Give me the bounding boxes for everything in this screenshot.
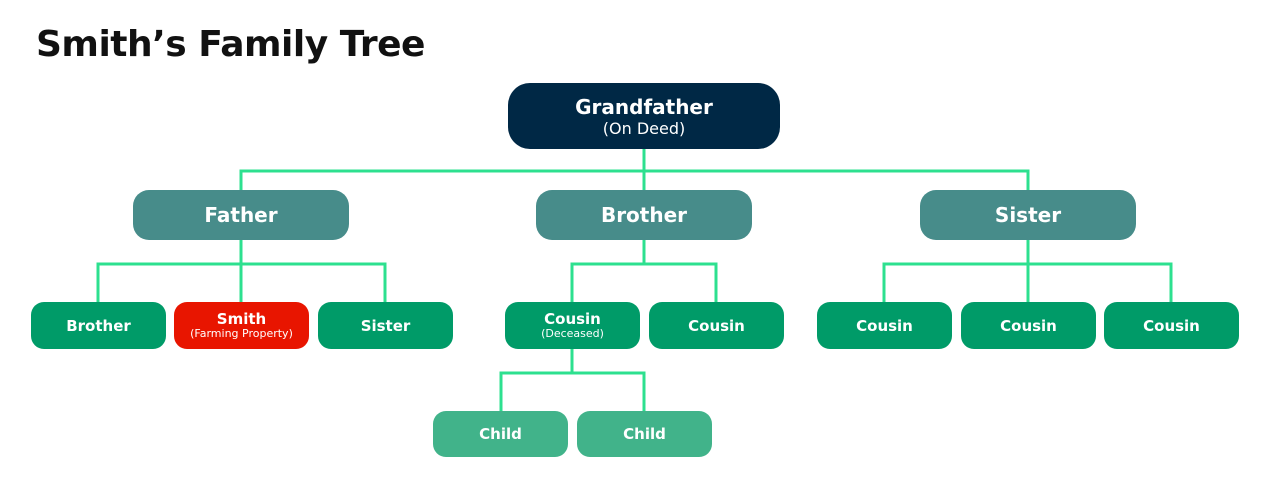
connector-brother-children	[570, 240, 718, 302]
node-child-2-label: Child	[623, 425, 666, 443]
node-sister[interactable]: Sister	[920, 190, 1136, 240]
node-grandfather[interactable]: Grandfather (On Deed)	[508, 83, 780, 149]
connector-root-level1	[239, 149, 1030, 190]
node-smith[interactable]: Smith (Farming Property)	[174, 302, 309, 349]
node-sister-cousin-3[interactable]: Cousin	[1104, 302, 1239, 349]
node-cousin-deceased-sub: (Deceased)	[541, 327, 604, 341]
connector-sister-children	[882, 240, 1173, 302]
node-smith-label: Smith	[216, 310, 267, 329]
node-sister-label: Sister	[994, 203, 1062, 227]
node-brother-cousin[interactable]: Cousin	[649, 302, 784, 349]
node-grandfather-label: Grandfather	[575, 94, 713, 119]
connector-cousin-children	[499, 349, 646, 411]
node-father-brother[interactable]: Brother	[31, 302, 166, 349]
node-father-sister-label: Sister	[360, 316, 411, 335]
node-father-sister[interactable]: Sister	[318, 302, 453, 349]
node-grandfather-sub: (On Deed)	[602, 118, 686, 138]
node-father-label: Father	[204, 203, 278, 227]
node-sister-cousin-1-label: Cousin	[856, 316, 913, 335]
node-sister-cousin-2[interactable]: Cousin	[961, 302, 1096, 349]
node-brother-label: Brother	[600, 203, 688, 227]
node-brother[interactable]: Brother	[536, 190, 752, 240]
node-cousin-deceased-label: Cousin	[544, 310, 601, 329]
node-father[interactable]: Father	[133, 190, 349, 240]
connector-father-children	[96, 240, 387, 302]
node-sister-cousin-3-label: Cousin	[1143, 316, 1200, 335]
node-sister-cousin-1[interactable]: Cousin	[817, 302, 952, 349]
page-title: Smith’s Family Tree	[36, 24, 425, 65]
node-sister-cousin-2-label: Cousin	[1000, 316, 1057, 335]
node-brother-cousin-label: Cousin	[688, 316, 745, 335]
node-child-1-label: Child	[479, 425, 522, 443]
node-child-1[interactable]: Child	[433, 411, 568, 457]
node-father-brother-label: Brother	[66, 316, 131, 335]
node-child-2[interactable]: Child	[577, 411, 712, 457]
node-cousin-deceased[interactable]: Cousin (Deceased)	[505, 302, 640, 349]
node-smith-sub: (Farming Property)	[190, 327, 293, 341]
